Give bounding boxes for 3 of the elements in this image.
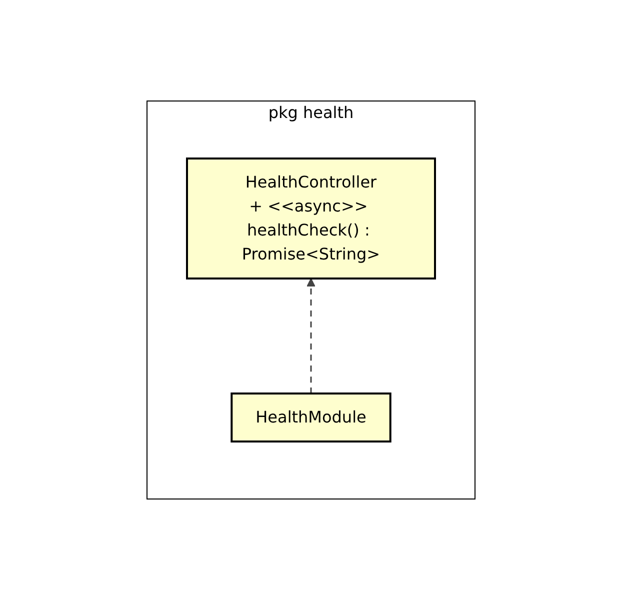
node-box: HealthModule bbox=[230, 392, 392, 442]
node-box: HealthController + <<async>> healthCheck() : Promise<String> bbox=[186, 157, 436, 279]
arrow bbox=[306, 278, 316, 393]
